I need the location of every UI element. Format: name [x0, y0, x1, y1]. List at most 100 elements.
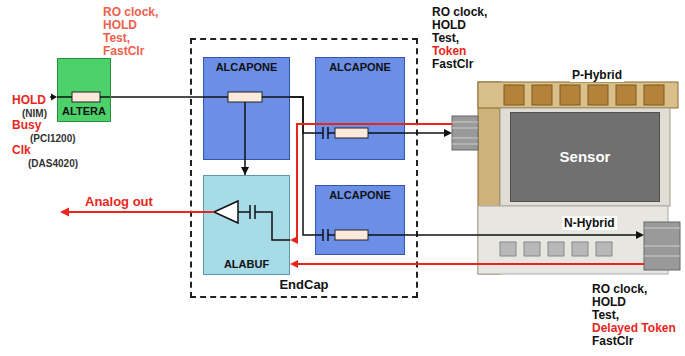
- box-label: EndCap: [279, 277, 328, 293]
- capacitor-symbol: [322, 127, 324, 139]
- wire: [57, 96, 72, 98]
- register-symbol: [335, 230, 368, 240]
- label-holder: HOLD: [432, 15, 466, 33]
- n-hybrid-wire: [368, 234, 638, 236]
- wire: [238, 211, 250, 213]
- signal-label: P-Hybrid: [570, 68, 624, 82]
- box-label: ALABUF: [224, 258, 269, 271]
- signal-label: Token: [432, 44, 466, 58]
- readout-chip: [500, 242, 516, 256]
- fpga-box: ALTERA: [57, 58, 111, 122]
- wire: [100, 96, 110, 98]
- label-holder: HOLD: [12, 90, 46, 108]
- p-hybrid-wire: [368, 132, 446, 134]
- box-label: ALTERA: [62, 105, 106, 118]
- arrow-head: [241, 167, 249, 175]
- analog-output-wire: [66, 211, 214, 213]
- box-label: ALCAPONE: [216, 61, 278, 74]
- signal-label: RO clock,: [592, 282, 647, 296]
- label-holder: Delayed Token: [592, 318, 676, 336]
- wire: [315, 234, 323, 236]
- connector: [290, 97, 315, 235]
- label-holder: RO clock,: [592, 279, 647, 297]
- connector: [241, 160, 249, 175]
- wire: [203, 96, 228, 98]
- p-analog-return-wire: [296, 124, 452, 240]
- sensor-box: Sensor: [510, 112, 660, 202]
- signal-label: FastClr: [103, 44, 144, 58]
- buffer-symbol: [214, 201, 238, 223]
- signal-label: Delayed Token: [592, 321, 676, 335]
- sensor-frame: [500, 108, 670, 206]
- cable-stripe: [452, 138, 478, 139]
- box-label: ALCAPONE: [329, 189, 391, 202]
- capacitor-symbol: [322, 229, 324, 241]
- wire: [244, 102, 246, 160]
- arrow-head: [60, 208, 69, 217]
- asic-box: ALCAPONE: [203, 57, 290, 160]
- label-holder: N-Hybrid: [562, 213, 617, 231]
- wire: [315, 132, 323, 134]
- n-analog-return-wire: [296, 263, 644, 265]
- asic-box: ALCAPONE: [315, 57, 405, 160]
- register-symbol: [335, 128, 368, 138]
- signal-label: RO clock,: [103, 5, 158, 19]
- readout-chip: [572, 242, 588, 256]
- label-holder: (PCI1200): [30, 128, 76, 146]
- p-cable-connector: [452, 116, 478, 150]
- box-label: Sensor: [560, 148, 611, 166]
- signal-label: (PCI1200): [30, 133, 76, 144]
- n-cable-connector: [644, 222, 680, 270]
- signal-label: Test,: [103, 31, 130, 45]
- readout-chip: [596, 242, 612, 256]
- signal-label: RO clock,: [432, 5, 487, 19]
- label-holder: HOLD: [103, 15, 137, 33]
- signal-label: Clk: [12, 143, 31, 157]
- signal-label: (NIM): [22, 108, 47, 119]
- label-holder: Clk: [12, 140, 31, 158]
- register-symbol: [228, 92, 262, 102]
- cable-stripe: [644, 228, 680, 229]
- label-holder: (DAS4020): [28, 153, 78, 171]
- signal-label: Analog out: [85, 194, 153, 209]
- cable-stripe: [452, 122, 478, 123]
- wire: [262, 96, 290, 98]
- label-holder: Test,: [432, 28, 459, 46]
- label-holder: Token: [432, 41, 466, 59]
- readout-chip: [644, 85, 664, 105]
- capacitor-symbol: [249, 205, 251, 219]
- label-holder: Analog out: [85, 192, 153, 210]
- label-holder: FastClr: [432, 54, 473, 72]
- signal-label: Test,: [592, 308, 619, 322]
- signal-label: Test,: [432, 31, 459, 45]
- cable-stripe: [644, 246, 680, 247]
- arrow-head: [290, 236, 298, 244]
- arrow-head: [51, 94, 57, 101]
- wire: [328, 132, 335, 134]
- cable-stripe: [452, 144, 478, 145]
- arrow-head: [290, 260, 298, 268]
- readout-chip: [532, 85, 552, 105]
- readout-chip: [548, 242, 564, 256]
- label-holder: FastClr: [103, 41, 144, 59]
- arrow-head: [636, 231, 644, 239]
- label-holder: P-Hybrid: [570, 65, 624, 83]
- readout-chip: [588, 85, 608, 105]
- readout-chip: [504, 85, 524, 105]
- readout-chip: [524, 242, 540, 256]
- arrow-head: [444, 129, 452, 137]
- buffer-box: ALABUF: [203, 175, 290, 275]
- signal-label: Busy: [12, 118, 41, 132]
- signal-label: HOLD: [592, 295, 626, 309]
- p-hybrid-board: [478, 82, 678, 108]
- signal-label: FastClr: [592, 334, 633, 348]
- asic-box: ALCAPONE: [315, 185, 405, 255]
- cable-stripe: [452, 128, 478, 129]
- signal-label: FastClr: [432, 57, 473, 71]
- signal-label: (DAS4020): [28, 158, 78, 169]
- register-symbol: [72, 92, 100, 102]
- wire: [328, 234, 335, 236]
- connector-line: [290, 97, 315, 235]
- label-holder: Busy: [12, 115, 41, 133]
